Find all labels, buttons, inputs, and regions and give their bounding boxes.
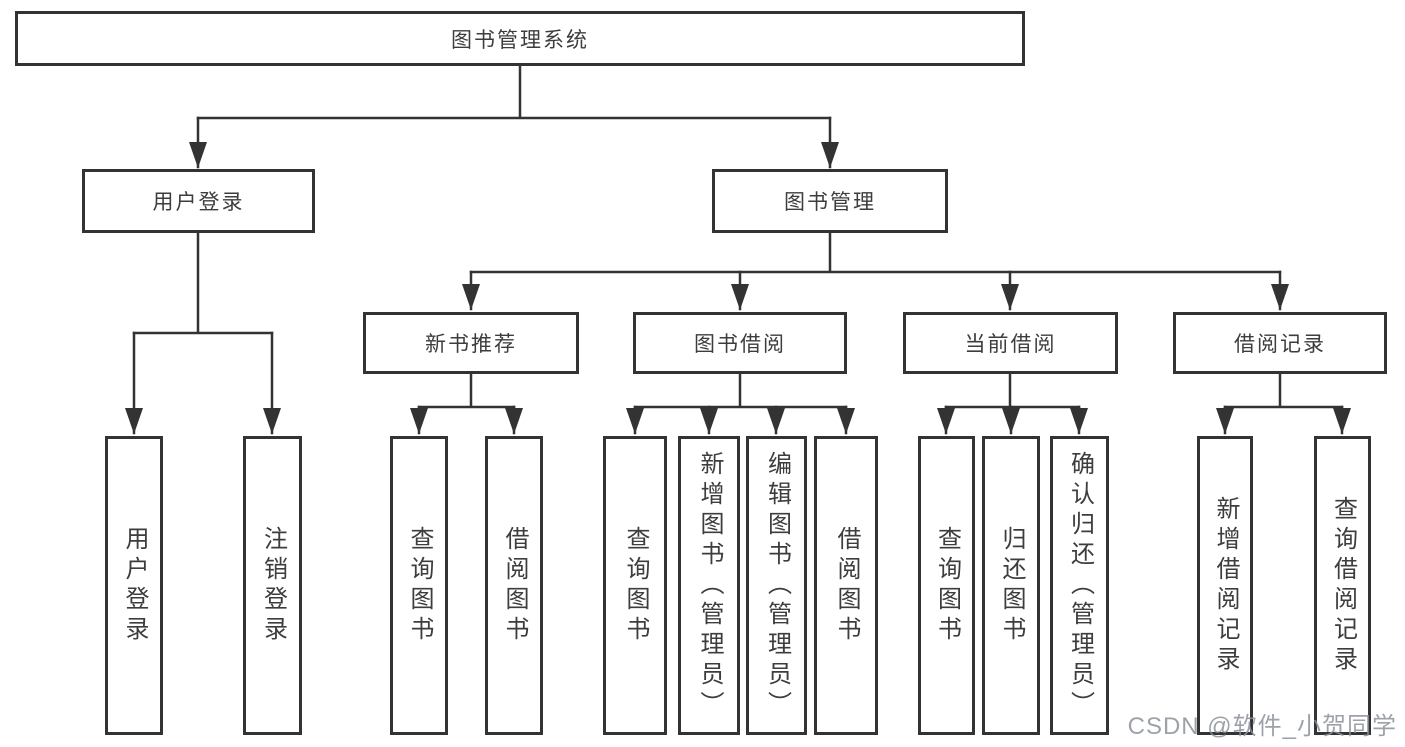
leaf-current-confirm-return-admin: 确认归还（管理员） <box>1050 436 1109 735</box>
csdn-watermark: CSDN @软件_小贺同学 <box>1127 713 1397 740</box>
leaf-borrow-add-books-admin: 新增图书（管理员） <box>678 436 740 735</box>
node-new-book-recommendation-label: 新书推荐 <box>425 333 517 356</box>
leaf-records-query-borrow-record: 查询借阅记录 <box>1314 436 1371 735</box>
leaf-current-confirm-return-admin-label: 确认归还（管理员） <box>1066 450 1094 721</box>
node-user-login-label: 用户登录 <box>152 191 245 214</box>
connector-borrow-split <box>633 372 848 409</box>
node-current-borrowing: 当前借阅 <box>903 312 1118 374</box>
leaf-records-query-borrow-record-label: 查询借阅记录 <box>1329 495 1357 676</box>
connector-current-split <box>944 372 1081 409</box>
leaf-current-query-books: 查询图书 <box>918 436 975 735</box>
leaf-current-return-books-label: 归还图书 <box>998 525 1025 646</box>
node-library-system-label: 图书管理系统 <box>451 28 589 52</box>
leaf-borrow-query-books: 查询图书 <box>603 436 667 735</box>
leaf-recommend-borrow-books-label: 借阅图书 <box>501 525 528 646</box>
connector-recommend-split <box>417 372 516 409</box>
leaf-borrow-borrow-books: 借阅图书 <box>814 436 878 735</box>
connector-records-split <box>1223 372 1344 409</box>
leaf-records-add-borrow-record: 新增借阅记录 <box>1197 436 1253 735</box>
node-user-login: 用户登录 <box>82 169 315 233</box>
leaf-recommend-borrow-books: 借阅图书 <box>485 436 543 735</box>
leaf-user-login-label: 用户登录 <box>121 525 148 646</box>
node-library-system: 图书管理系统 <box>15 11 1025 66</box>
node-borrowing-records: 借阅记录 <box>1173 312 1387 374</box>
leaf-borrow-add-books-admin-label: 新增图书（管理员） <box>696 450 723 721</box>
node-book-borrowing-label: 图书借阅 <box>694 333 786 356</box>
node-book-management: 图书管理 <box>712 169 948 233</box>
connector-root-split <box>196 64 832 120</box>
node-current-borrowing-label: 当前借阅 <box>964 333 1057 356</box>
node-book-borrowing: 图书借阅 <box>633 312 847 374</box>
leaf-user-login: 用户登录 <box>105 436 163 735</box>
leaf-borrow-edit-books-admin-label: 编辑图书（管理员） <box>763 450 791 721</box>
leaf-recommend-query-books: 查询图书 <box>390 436 448 735</box>
leaf-recommend-query-books-label: 查询图书 <box>406 525 433 646</box>
connector-mgmt-split <box>469 231 1282 274</box>
leaf-current-return-books: 归还图书 <box>982 436 1040 735</box>
leaf-borrow-query-books-label: 查询图书 <box>622 525 649 646</box>
leaf-borrow-borrow-books-label: 借阅图书 <box>833 525 860 646</box>
node-book-management-label: 图书管理 <box>784 191 876 214</box>
leaf-logout-label: 注销登录 <box>259 525 287 646</box>
leaf-current-query-books-label: 查询图书 <box>933 525 961 646</box>
leaf-borrow-edit-books-admin: 编辑图书（管理员） <box>746 436 807 735</box>
node-new-book-recommendation: 新书推荐 <box>363 312 579 374</box>
leaf-logout: 注销登录 <box>243 436 302 735</box>
node-borrowing-records-label: 借阅记录 <box>1234 333 1326 356</box>
connector-login-split <box>132 231 274 335</box>
leaf-records-add-borrow-record-label: 新增借阅记录 <box>1212 495 1239 676</box>
